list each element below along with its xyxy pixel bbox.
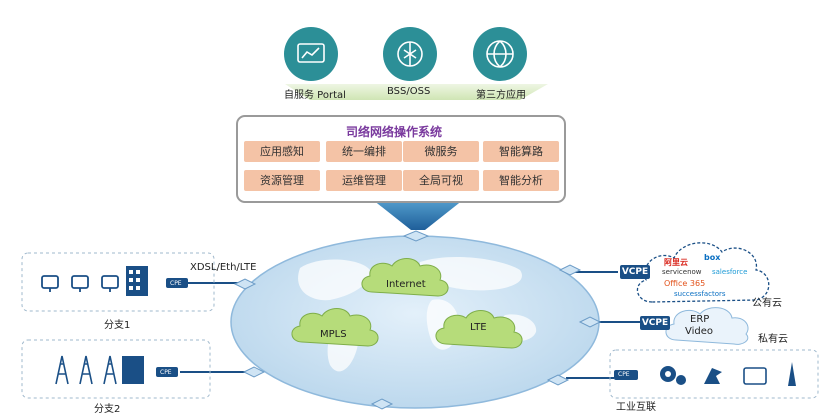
app-label-portal: 自服务 Portal (284, 90, 346, 101)
branch2-icons (55, 355, 178, 385)
service-servicenow: servicenow (662, 268, 702, 276)
mpls-label: MPLS (320, 329, 347, 340)
module-smart-analysis: 智能分析 (483, 170, 559, 191)
private-vcpe: VCPE (640, 316, 670, 330)
branch1-icons (41, 266, 188, 296)
apps-platform (285, 84, 548, 100)
industrial-label: 工业互联 (616, 402, 656, 413)
router-nodes (233, 230, 602, 410)
public-cloud-label: 公有云 (752, 298, 782, 309)
service-successfactors: successfactors (674, 290, 726, 298)
module-global-visibility: 全局可视 (403, 170, 479, 191)
private-cloud-label: 私有云 (758, 334, 788, 345)
module-orchestration: 统一编排 (326, 141, 402, 162)
service-aliyun: 阿里云 (664, 258, 688, 267)
branch2-box (21, 339, 211, 399)
industrial-icons (614, 362, 806, 386)
industrial-cpe: CPE (618, 371, 630, 378)
branch1-cpe: CPE (170, 280, 182, 287)
branch1-label: 分支1 (104, 320, 131, 331)
module-app-aware: 应用感知 (244, 141, 320, 162)
module-resource-mgmt: 资源管理 (244, 170, 320, 191)
service-box: box (704, 253, 721, 262)
private-cloud (665, 307, 749, 345)
private-video: Video (685, 326, 714, 337)
module-smart-routing: 智能算路 (483, 141, 559, 162)
industrial-box (609, 349, 819, 399)
branch2-cpe: CPE (160, 369, 172, 376)
private-erp: ERP (690, 314, 710, 325)
public-cloud (636, 242, 770, 303)
service-office365: Office 365 (664, 279, 706, 288)
app-label-bss-oss: BSS/OSS (387, 86, 431, 97)
branch1-box (21, 252, 215, 312)
module-microservice: 微服务 (403, 141, 479, 162)
os-funnel (368, 196, 468, 230)
branch1-link-label: XDSL/Eth/LTE (190, 262, 257, 273)
mpls-cloud (291, 308, 379, 347)
module-ops-mgmt: 运维管理 (326, 170, 402, 191)
app-label-third-party: 第三方应用 (476, 90, 526, 101)
branch2-label: 分支2 (94, 404, 121, 415)
top-app-circles (284, 27, 527, 81)
service-salesforce: salesforce (712, 268, 748, 276)
internet-label: Internet (386, 279, 426, 290)
os-title: 司络网络操作系统 (346, 125, 443, 139)
internet-cloud (361, 258, 449, 297)
lte-label: LTE (470, 322, 487, 333)
lte-cloud (435, 310, 523, 349)
public-vcpe: VCPE (620, 265, 650, 279)
